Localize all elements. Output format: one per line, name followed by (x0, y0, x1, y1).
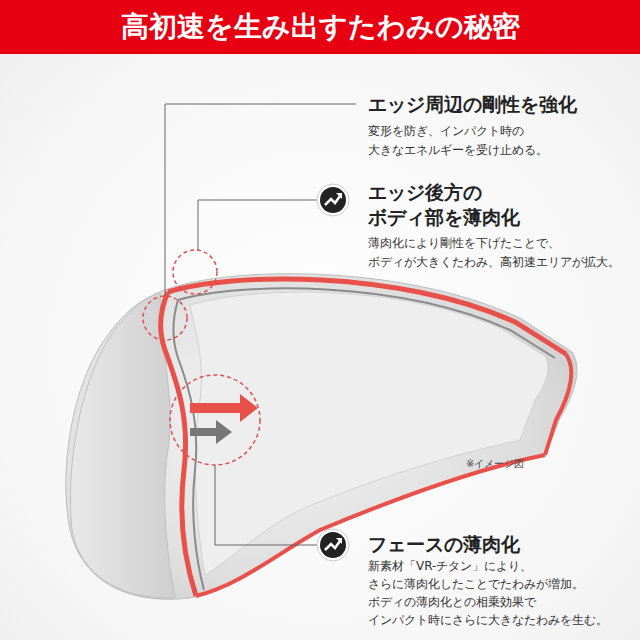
callout-text: 変形を防ぎ、インパクト時の 大きなエネルギーを受け止める。 (368, 122, 552, 160)
callout-heading: エッジ後方の ボディ部を薄肉化 (368, 180, 524, 230)
shell-back (545, 354, 571, 455)
callout-text: 薄肉化により剛性を下げたことで、 ボディが大きくたわみ、高初速エリアが拡大。 (368, 234, 624, 272)
inner-band (178, 288, 555, 358)
callout-text: 新素材「VR-チタン」により、 さらに薄肉化したことでたわみが増加。 ボディの薄… (368, 557, 612, 629)
title-bar: 高初速を生み出すたわみの秘密 (0, 0, 640, 54)
callout-heading: エッジ周辺の剛性を強化 (368, 92, 581, 116)
callout-heading: フェースの薄肉化 (368, 532, 524, 556)
shell-face (161, 292, 196, 596)
focus-circle (170, 375, 260, 465)
head-body (66, 274, 577, 600)
performance-icon (317, 184, 349, 216)
leader-line (215, 465, 318, 545)
note: ※イメージ図 (466, 457, 529, 471)
flex-arrow (190, 394, 258, 422)
focus-circle (143, 296, 187, 340)
flex-arrow (190, 420, 232, 444)
shell-sole (196, 455, 545, 596)
focus-circle (173, 250, 217, 294)
performance-icon (317, 529, 349, 561)
leader-line (165, 104, 356, 296)
cavity (190, 292, 548, 575)
leader-line (198, 200, 318, 250)
title: 高初速を生み出すたわみの秘密 (121, 8, 520, 46)
